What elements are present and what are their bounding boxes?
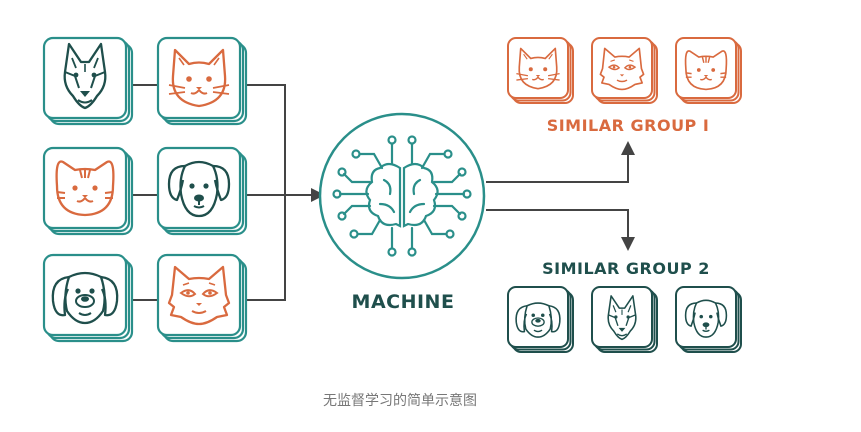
similar-group-1: SIMILAR GROUP I (507, 37, 742, 135)
input-card-2 (156, 36, 248, 126)
group-1-card-1 (507, 37, 574, 104)
similar-group-2: SIMILAR GROUP 2 (507, 259, 742, 353)
input-card-5 (42, 253, 134, 343)
group-2-card-1 (507, 286, 574, 353)
group-2-label: SIMILAR GROUP 2 (542, 259, 710, 278)
group-2-card-3 (675, 286, 742, 353)
group-1-label: SIMILAR GROUP I (547, 116, 710, 135)
machine-ring (318, 112, 486, 280)
group-1-card-2 (591, 37, 658, 104)
arrow-to-group-2 (486, 209, 635, 251)
brain-circuit-icon (332, 135, 472, 257)
arrow-to-group-1 (486, 141, 635, 183)
output-connectors (486, 141, 635, 251)
group-1-card-3 (675, 37, 742, 104)
machine-node: MACHINE (318, 112, 486, 313)
input-card-1 (42, 36, 134, 126)
machine-label: MACHINE (352, 291, 455, 313)
input-card-6 (156, 253, 248, 343)
connector-bracket (245, 84, 286, 301)
group-2-card-2 (591, 286, 658, 353)
input-grid (42, 36, 248, 343)
input-card-3 (42, 146, 134, 236)
input-card-4 (156, 146, 248, 236)
figure-caption: 无监督学习的简单示意图 (323, 393, 477, 409)
